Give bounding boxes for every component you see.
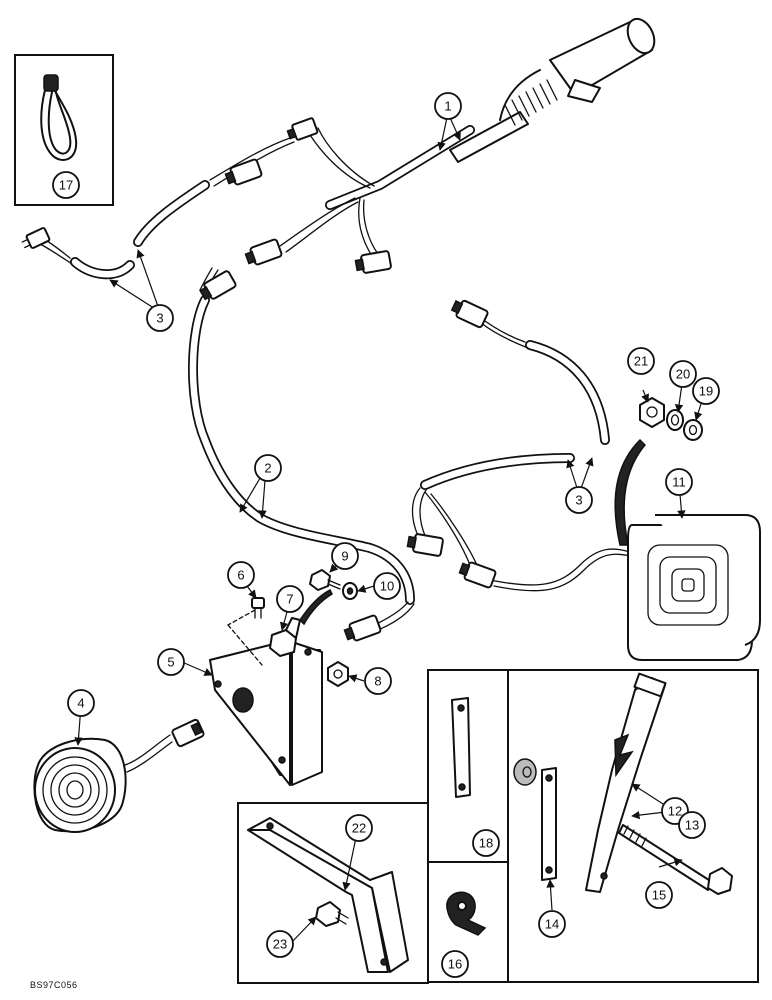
callout-label: 1 [444, 99, 451, 114]
angle-bracket-12 [585, 672, 667, 893]
bolt-15 [618, 824, 733, 895]
cable-tie-drawing [40, 74, 78, 161]
connector-lamp-4 [171, 718, 205, 748]
callout-10: 10 [373, 572, 401, 600]
callout-23: 23 [266, 930, 294, 958]
diagram-reference-code: BS97C056 [30, 980, 78, 990]
callout-label: 23 [273, 937, 287, 952]
callout-label: 6 [237, 568, 244, 583]
callout-label: 20 [676, 367, 690, 382]
nut-8 [327, 661, 349, 687]
callout-4: 4 [67, 689, 95, 717]
callout-16: 16 [441, 950, 469, 978]
bolt-7 [269, 617, 301, 657]
callout-6: 6 [227, 561, 255, 589]
callout-2: 2 [254, 454, 282, 482]
connector-upper-1 [286, 117, 319, 141]
washer-10 [342, 582, 358, 600]
callout-3b: 3 [565, 486, 593, 514]
callout-22: 22 [345, 814, 373, 842]
callout-14: 14 [538, 910, 566, 938]
connector-lower-1 [343, 614, 382, 642]
lamp-assembly-11 [614, 438, 761, 661]
right-wiring-harness [406, 299, 633, 592]
inset-box-cable-tie [14, 54, 114, 206]
callout-15: 15 [645, 881, 673, 909]
lamp-4 [33, 718, 205, 833]
callout-label: 4 [77, 696, 84, 711]
connector-upper-2 [224, 158, 263, 186]
callout-label: 14 [545, 917, 559, 932]
callout-label: 9 [341, 549, 348, 564]
nut-21 [639, 397, 665, 428]
connector-right-top [450, 299, 489, 329]
callout-1: 1 [434, 92, 462, 120]
callout-label: 2 [264, 461, 271, 476]
connector-mid-1 [244, 238, 283, 266]
connector-right-lower-2 [458, 561, 497, 589]
callout-label: 18 [479, 836, 493, 851]
callout-8: 8 [364, 667, 392, 695]
callout-label: 19 [699, 384, 713, 399]
callout-label: 10 [380, 579, 394, 594]
callout-label: 11 [672, 475, 686, 490]
harness-connectors [21, 117, 392, 642]
callout-label: 16 [448, 957, 462, 972]
strap-14 [541, 767, 557, 881]
callout-9: 9 [331, 542, 359, 570]
callout-label: 12 [668, 804, 682, 819]
nut-panel [513, 758, 537, 786]
callout-21: 21 [627, 347, 655, 375]
connector-left-plug [21, 227, 51, 249]
hardware-19-20-21 [639, 397, 703, 441]
bracket-assembly [209, 569, 358, 786]
callout-17: 17 [52, 171, 80, 199]
inset-panel-right [427, 669, 759, 983]
callout-20: 20 [669, 360, 697, 388]
bracket-22 [247, 817, 409, 973]
callout-11: 11 [665, 468, 693, 496]
callout-13: 13 [678, 811, 706, 839]
callout-label: 22 [352, 821, 366, 836]
flat-washer-19 [683, 419, 703, 441]
callout-5: 5 [157, 648, 185, 676]
callout-3a: 3 [146, 304, 174, 332]
callout-label: 13 [685, 818, 699, 833]
callout-label: 15 [652, 888, 666, 903]
main-wiring-harness [39, 125, 475, 631]
callout-label: 3 [156, 311, 163, 326]
callout-19: 19 [692, 377, 720, 405]
callout-label: 5 [167, 655, 174, 670]
connector-right-lower-1 [406, 533, 444, 557]
screw-6 [251, 597, 265, 619]
callout-label: 17 [59, 178, 73, 193]
callout-7: 7 [276, 585, 304, 613]
callout-label: 3 [575, 493, 582, 508]
strap-18 [451, 697, 471, 798]
lock-washer-20 [666, 409, 684, 431]
plug-spring [504, 79, 558, 126]
connector-mid-3 [199, 270, 237, 301]
inset-box-bracket-22 [237, 802, 429, 984]
clamp-16 [446, 891, 487, 936]
screw-23 [315, 901, 349, 927]
callout-18: 18 [472, 829, 500, 857]
callout-label: 21 [634, 354, 648, 369]
callout-label: 8 [374, 674, 381, 689]
trailer-plug [449, 17, 656, 163]
screw-9 [309, 569, 341, 591]
callout-label: 7 [286, 592, 293, 607]
connector-mid-2 [354, 250, 392, 274]
